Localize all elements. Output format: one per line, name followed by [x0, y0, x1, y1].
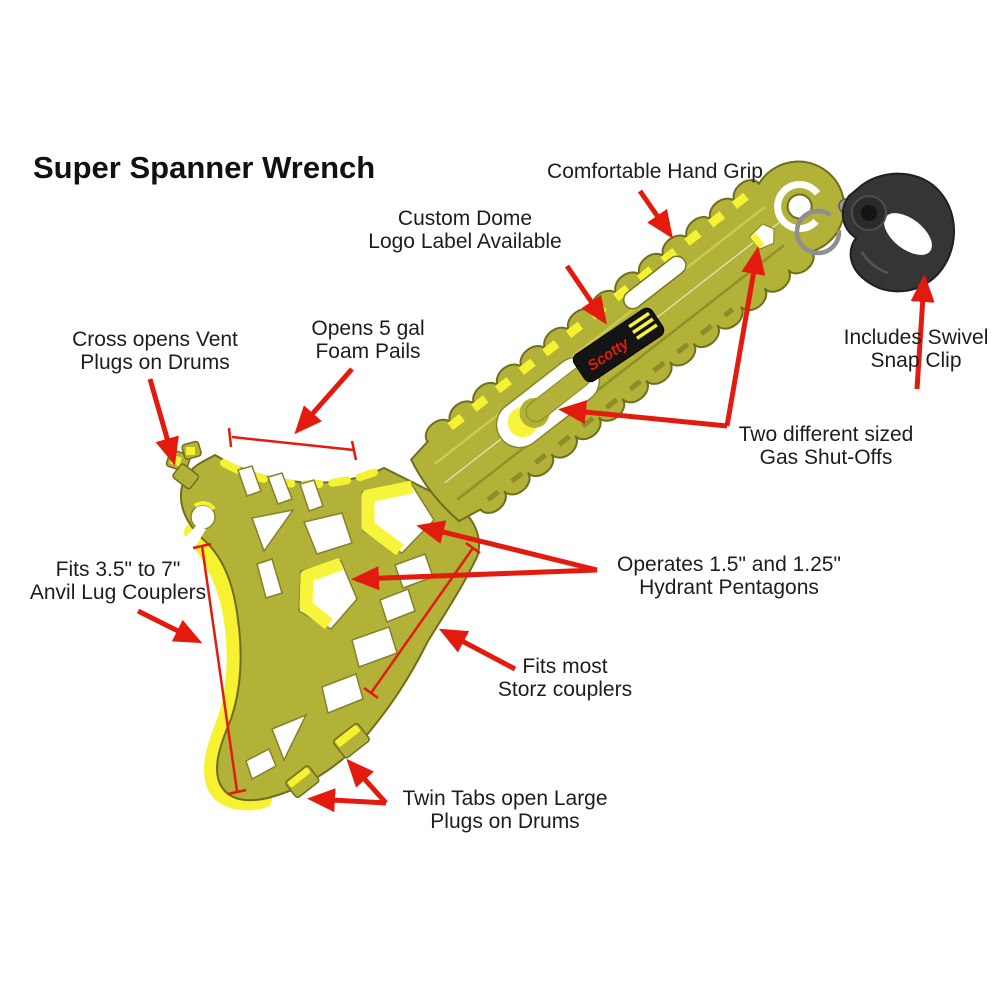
callout-storz: Fits most Storz couplers: [497, 655, 633, 701]
arrow-foam-pails: [294, 367, 354, 435]
arrow-shutoff-small: [724, 246, 766, 427]
arrow-anvil: [136, 608, 203, 644]
annotation-arrows: [136, 189, 935, 813]
arrow-shutoff-large: [558, 400, 728, 429]
callout-custom-dome: Custom Dome Logo Label Available: [368, 207, 562, 253]
head-truss-cutouts: [237, 465, 434, 781]
clip-boss-hole: [861, 205, 877, 221]
arrow-twin-tab-lower: [307, 788, 387, 813]
clip-opening: [884, 213, 932, 255]
callout-cross-vent: Cross opens Vent Plugs on Drums: [72, 328, 238, 374]
hook-highlight: [193, 501, 216, 511]
measure-storz-span: [369, 547, 475, 694]
spine-light: [434, 206, 766, 465]
head-yellow-edge: [184, 524, 272, 811]
arrow-snap-clip: [910, 274, 935, 390]
callout-twin-tabs: Twin Tabs open Large Plugs on Drums: [402, 787, 608, 833]
measurement-lines: [192, 427, 481, 796]
end-ring-cut: [774, 180, 826, 232]
page-title: Super Spanner Wrench: [33, 150, 376, 185]
arrow-cross-vent: [147, 378, 179, 466]
arrow-hand-grip: [637, 189, 673, 239]
arrow-twin-tab-upper: [346, 758, 388, 805]
callout-swivel-clip: Includes Swivel Snap Clip: [843, 326, 989, 372]
hook-opening: [176, 526, 206, 554]
clip-grip-ridges: [860, 251, 889, 275]
measure-foam-pail-span: [231, 435, 355, 452]
grip-shadows: [486, 307, 735, 502]
wrench-head: [165, 440, 480, 811]
hydrant-pentagon-openings: [298, 480, 435, 630]
callout-gas-shutoffs: Two different sized Gas Shut-Offs: [738, 423, 914, 469]
measure-anvil-span: [200, 545, 239, 792]
twin-tabs: [285, 722, 370, 799]
split-ring: [794, 208, 842, 256]
handle-slot: [622, 255, 687, 310]
callout-anvil: Fits 3.5" to 7" Anvil Lug Couplers: [29, 558, 207, 604]
callout-hand-grip: Comfortable Hand Grip: [547, 160, 763, 183]
arrow-hydrant-2: [351, 566, 598, 591]
callout-hydrant: Operates 1.5" and 1.25" Hydrant Pentagon…: [617, 553, 841, 599]
callout-foam-pails: Opens 5 gal Foam Pails: [311, 317, 425, 363]
arrow-storz: [438, 628, 517, 672]
spine-dark: [456, 244, 785, 501]
arrow-custom-dome: [564, 264, 607, 325]
wrench-handle: Scotty: [409, 160, 846, 523]
arrow-hydrant-1: [416, 520, 598, 573]
